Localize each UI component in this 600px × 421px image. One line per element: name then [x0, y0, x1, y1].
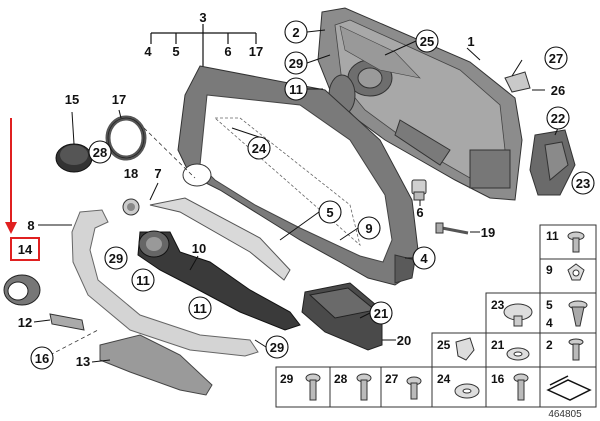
clip-18: [122, 198, 140, 216]
callout-17: 17: [112, 92, 126, 107]
callout-15: 15: [65, 92, 79, 107]
callout-23: 23: [576, 176, 590, 191]
callout-14: 14: [18, 242, 33, 257]
clip-26: [504, 71, 531, 93]
screw-icon-11: [567, 231, 585, 253]
grid-label-5: 5: [546, 298, 553, 312]
callout-11-left: 11: [136, 273, 150, 288]
screw-19: [435, 222, 469, 235]
washer-icon-21: [506, 347, 530, 361]
callout-17-top: 17: [249, 44, 263, 59]
callout-16: 16: [35, 351, 49, 366]
callout-5: 5: [326, 205, 333, 220]
grid-label-9: 9: [546, 263, 553, 277]
callout-24: 24: [252, 141, 267, 156]
grid-label-11: 11: [546, 229, 559, 243]
grid-label-24: 24: [437, 372, 451, 386]
callout-1: 1: [467, 34, 474, 49]
callout-3: 3: [199, 10, 206, 25]
grid-label-16: 16: [491, 372, 505, 386]
callout-22: 22: [551, 111, 565, 126]
grid-label-2: 2: [546, 338, 553, 352]
callout-29-bottom: 29: [270, 340, 284, 355]
callout-25: 25: [420, 34, 434, 49]
plug-icon-23: [503, 303, 533, 327]
clip-icon-9: [567, 263, 585, 281]
callout-26: 26: [551, 83, 565, 98]
callout-9: 9: [365, 221, 372, 236]
bracket-22: [529, 129, 576, 196]
grid-label-27: 27: [385, 372, 399, 386]
grid-label-4: 4: [546, 316, 553, 330]
screw-icon-29: [305, 373, 321, 401]
switch-unit-20: [301, 282, 383, 351]
callout-6: 6: [416, 205, 423, 220]
callout-21: 21: [374, 306, 388, 321]
handle-cover-13: [99, 334, 213, 396]
trim-strip-7: [149, 197, 291, 281]
callout-13: 13: [76, 354, 90, 369]
callout-11-top: 11: [289, 82, 303, 97]
callout-29-top: 29: [289, 56, 303, 71]
armrest-bar-8: [71, 209, 259, 357]
callout-12: 12: [18, 315, 32, 330]
highlight-arrow-head: [5, 222, 17, 234]
callout-8: 8: [27, 218, 34, 233]
callout-circles: [30, 20, 595, 370]
callout-19: 19: [481, 225, 495, 240]
callout-29-left: 29: [109, 251, 123, 266]
callout-27: 27: [549, 51, 563, 66]
expanding-rivet-icon-5: [568, 300, 588, 327]
pin-12: [49, 313, 85, 331]
callout-20: 20: [397, 333, 411, 348]
symbol-icon: [546, 375, 592, 401]
grid-label-29: 29: [280, 372, 294, 386]
callout-10: 10: [192, 241, 206, 256]
screw-icon-2: [568, 338, 584, 361]
callout-4: 4: [420, 251, 428, 266]
callout-6-top: 6: [224, 44, 231, 59]
callout-7: 7: [154, 166, 161, 181]
callout-5-top: 5: [172, 44, 179, 59]
knob-14: [3, 274, 41, 306]
nut-6: [411, 179, 427, 201]
callout-28: 28: [93, 145, 107, 160]
grid-label-28: 28: [334, 372, 348, 386]
cap-15: [55, 143, 93, 173]
bracket-icon-25: [455, 337, 475, 361]
washer-icon-24: [454, 383, 480, 399]
grip-carrier-10: [137, 230, 301, 331]
grid-label-21: 21: [491, 338, 505, 352]
bracket-3: [150, 24, 257, 70]
document-number: 464805: [548, 409, 582, 420]
grid-label-23: 23: [491, 298, 505, 312]
grid-label-25: 25: [437, 338, 451, 352]
fastener-grid: [275, 224, 597, 408]
callout-18: 18: [124, 166, 138, 181]
callout-11-mid: 11: [193, 301, 207, 316]
ring-17: [105, 115, 147, 161]
callout-2: 2: [292, 25, 299, 40]
callout-4-top: 4: [144, 44, 152, 59]
screw-icon-16: [513, 373, 529, 401]
highlight-box-14: [10, 237, 40, 261]
screw-icon-28: [356, 373, 372, 401]
part-25-shape: [339, 25, 421, 79]
screw-icon-27: [406, 376, 422, 400]
